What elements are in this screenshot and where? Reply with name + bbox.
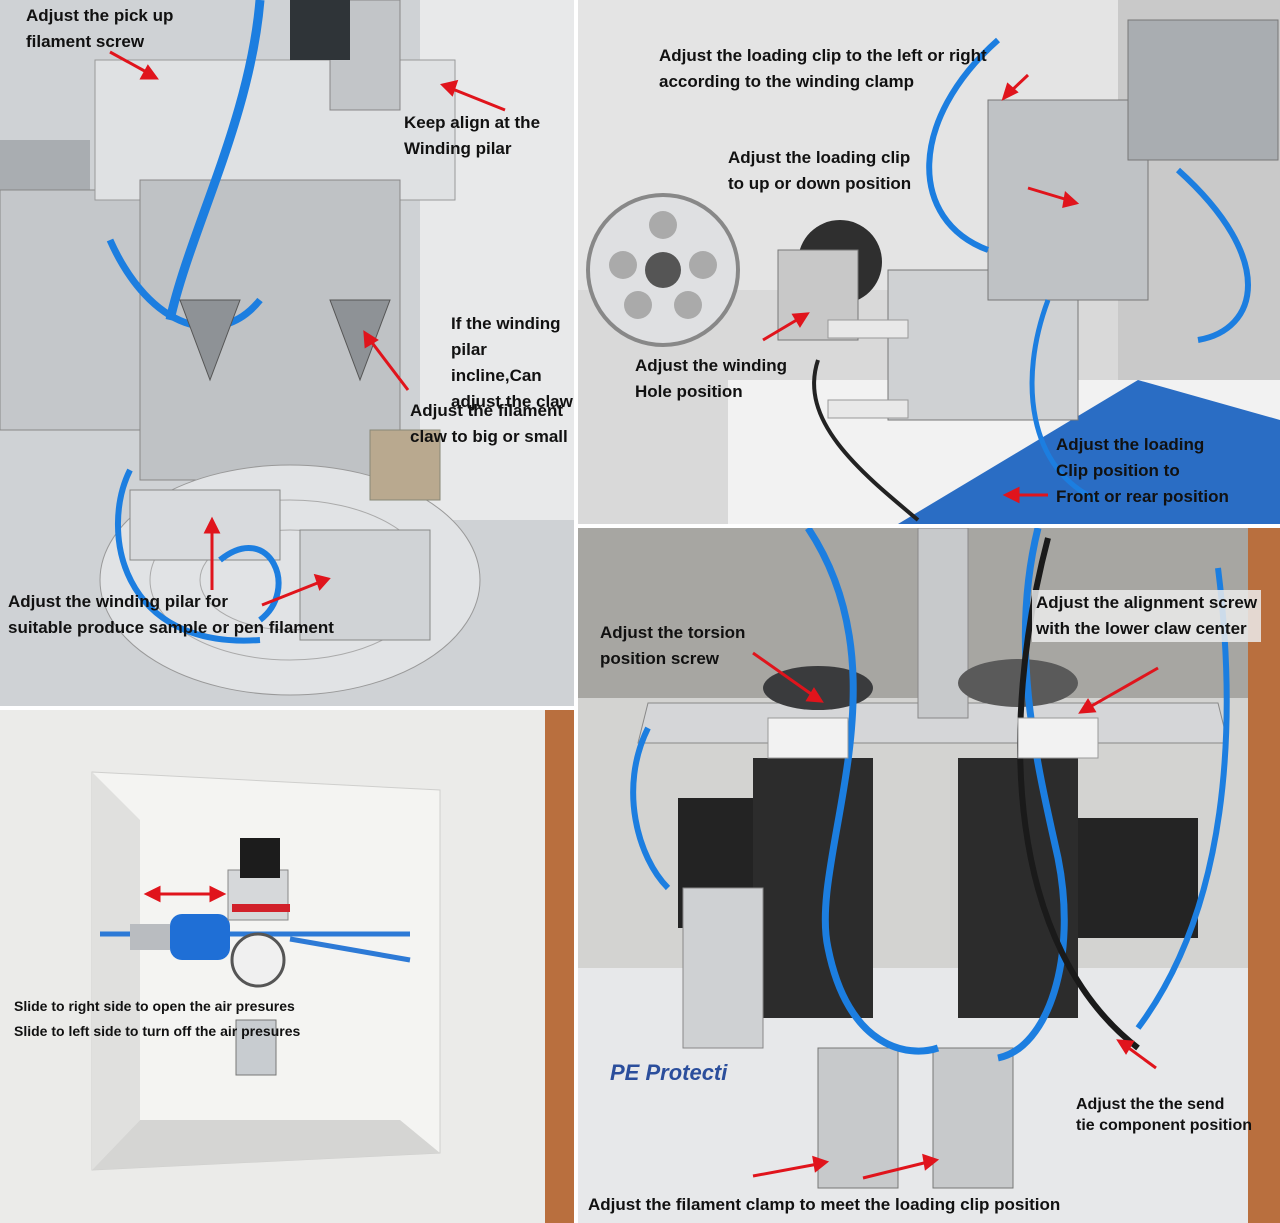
label-winding-pilar: Adjust the winding pilar for suitable pr…: [8, 592, 334, 637]
photo-torsion-assembly: PE Protecti Adjust the torsion position …: [578, 528, 1280, 1223]
label-alignment-screw: Adjust the alignment screw with the lowe…: [1032, 590, 1262, 642]
label-filament-claw: Adjust the filament claw to big or small: [410, 401, 568, 446]
label-loading-clip-left-right: Adjust the loading clip to the left or r…: [659, 46, 987, 91]
winding-head-illustration: [0, 0, 574, 706]
label-torsion-screw: Adjust the torsion position screw: [600, 623, 746, 668]
photo-winding-head: Adjust the pick up filament screw Keep a…: [0, 0, 574, 706]
loading-clip-illustration: [578, 0, 1280, 524]
label-loading-clip-up-down: Adjust the loading clip to up or down po…: [728, 148, 912, 193]
photo-air-regulator: Slide to right side to open the air pres…: [0, 710, 574, 1223]
label-keep-align: Keep align at the Winding pilar: [404, 113, 541, 158]
photo-loading-clip: Adjust the loading clip to the left or r…: [578, 0, 1280, 524]
label-send-tie: Adjust the the send tie component positi…: [1076, 1096, 1252, 1134]
watermark-text: PE Protecti: [610, 1060, 728, 1085]
torsion-assembly-illustration: [578, 528, 1280, 1223]
label-filament-clamp: Adjust the filament clamp to meet the lo…: [588, 1195, 1061, 1214]
label-slide-left: Slide to left side to turn off the air p…: [14, 1023, 301, 1039]
label-pick-up-screw: Adjust the pick up filament screw: [26, 6, 174, 51]
label-loading-clip-front-rear: Adjust the loading Clip position to Fron…: [1056, 435, 1229, 506]
air-regulator-illustration: [0, 710, 574, 1223]
label-slide-right: Slide to right side to open the air pres…: [14, 998, 295, 1014]
label-pilar-incline: If the winding pilar incline,Can adjust …: [451, 314, 573, 411]
label-winding-hole: Adjust the winding Hole position: [635, 356, 788, 401]
